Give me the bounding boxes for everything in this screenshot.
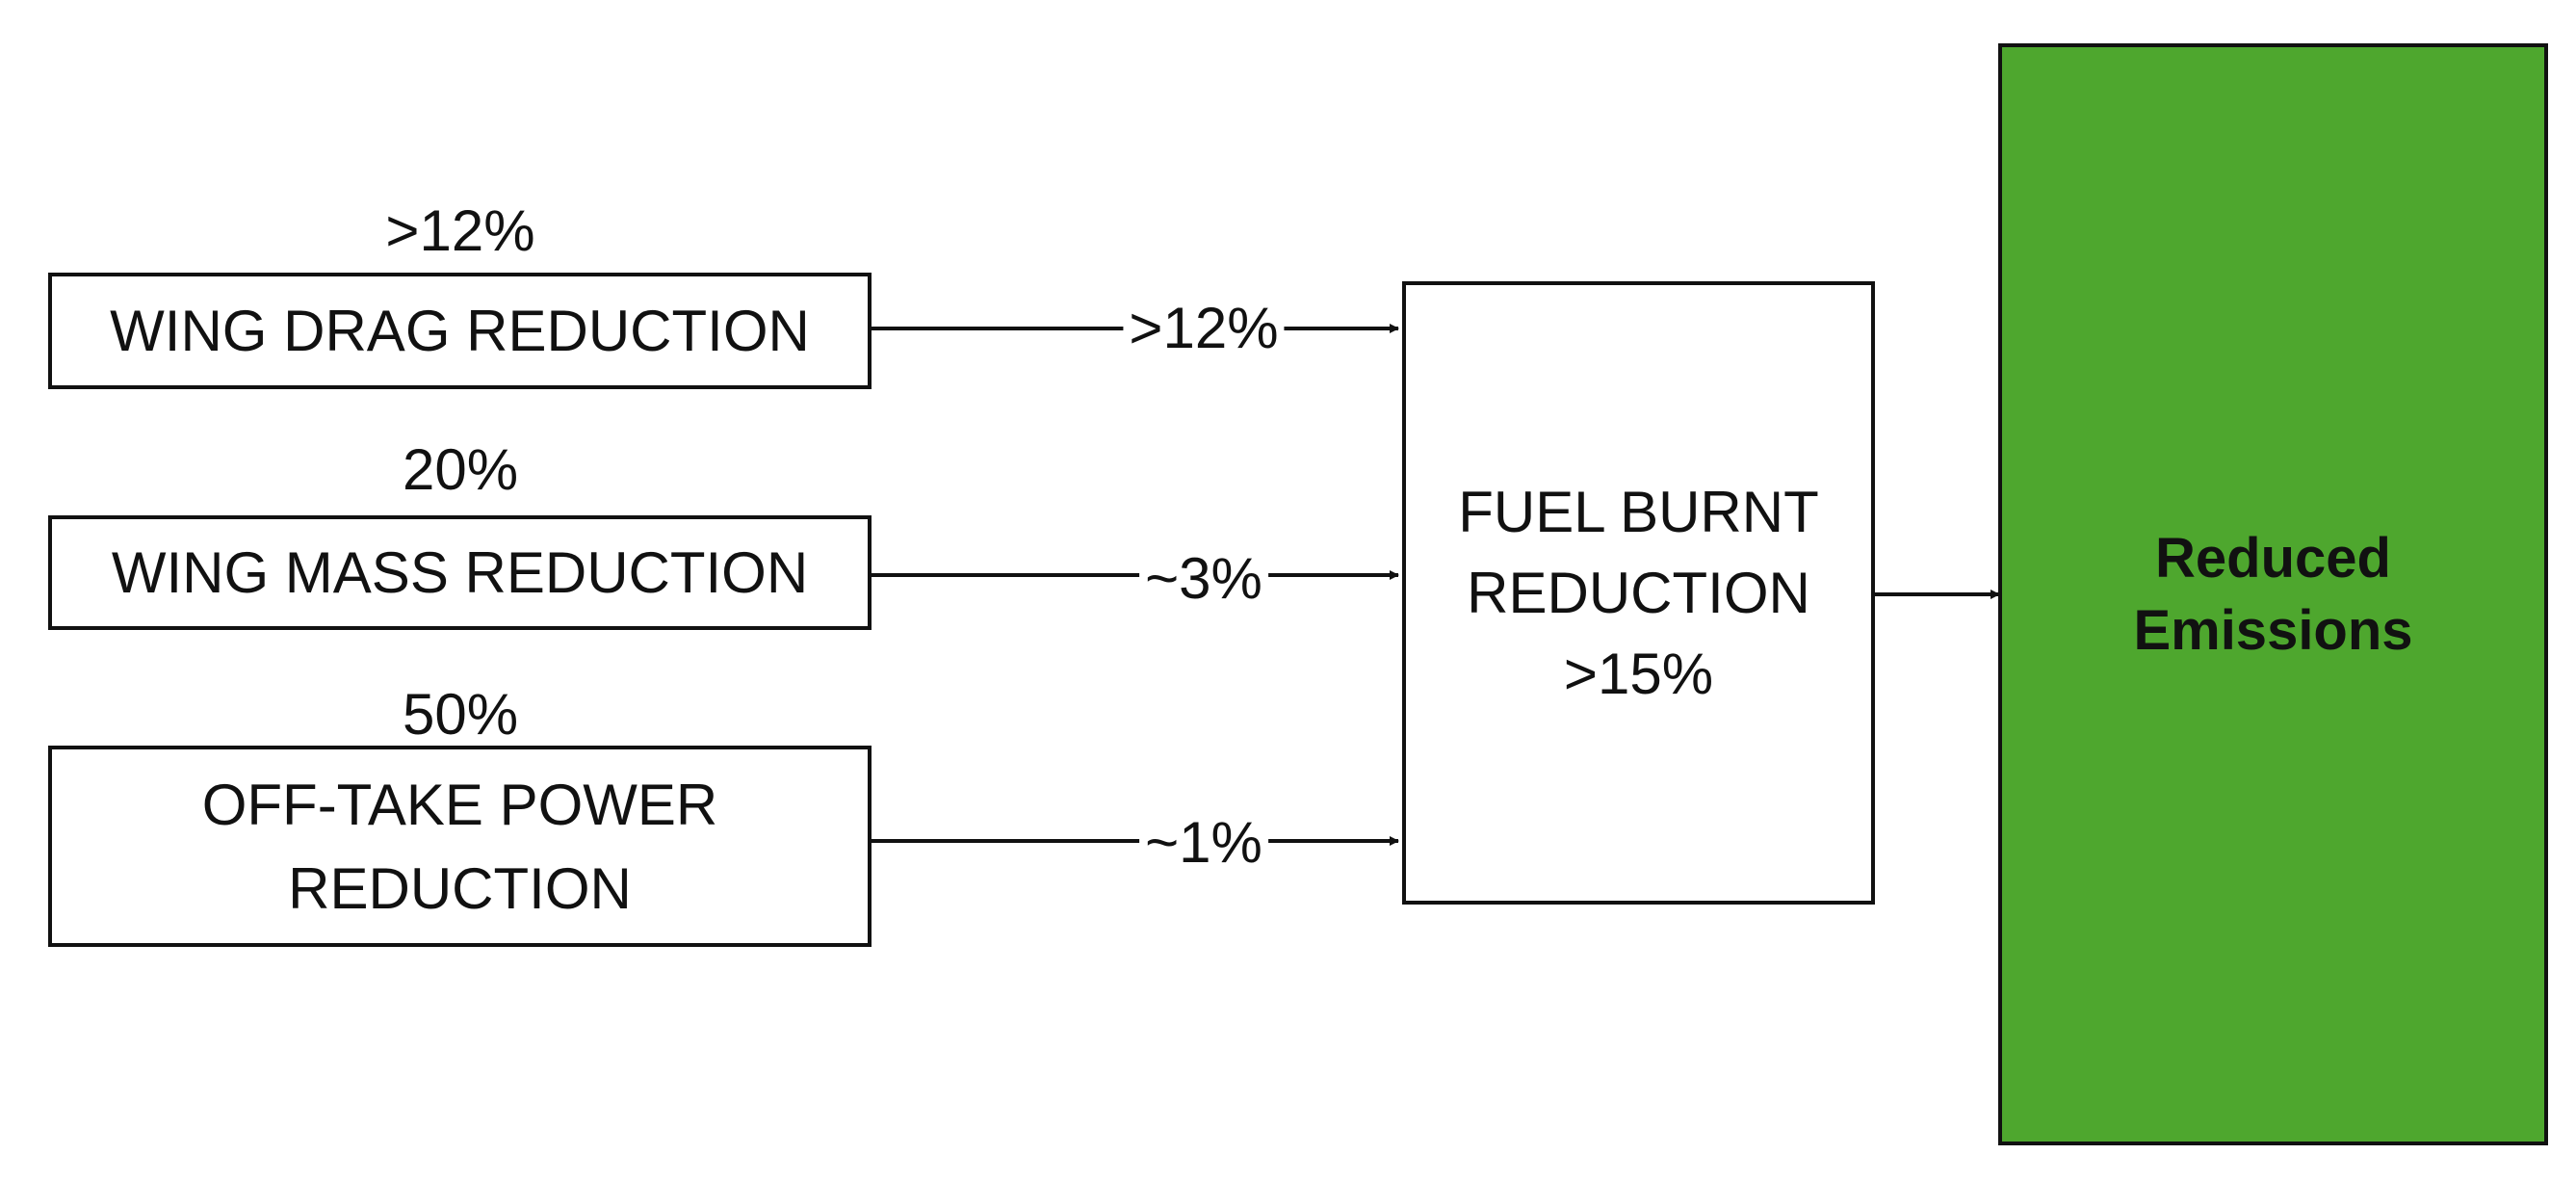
contribution-offtake-power: ~1%	[1139, 814, 1268, 872]
input-box-wing-mass: WING MASS REDUCTION	[48, 515, 872, 630]
fuel-burnt-line-3: >15%	[1563, 641, 1714, 706]
contribution-wing-drag: >12%	[1123, 300, 1285, 357]
contribution-wing-mass: ~3%	[1139, 550, 1268, 608]
reduced-emissions-line-1: Reduced	[2155, 526, 2391, 590]
input-box-wing-drag: WING DRAG REDUCTION	[48, 273, 872, 389]
input-value-wing-drag: >12%	[385, 198, 535, 263]
fuel-burnt-line-1: FUEL BURNT	[1458, 479, 1819, 544]
input-box-offtake-power-line-2: REDUCTION	[288, 855, 632, 921]
reduced-emissions-box: Reduced Emissions	[1998, 43, 2548, 1145]
fuel-burnt-line-2: REDUCTION	[1467, 560, 1810, 625]
input-value-offtake-power: 50%	[402, 682, 519, 747]
reduced-emissions-line-2: Emissions	[2133, 599, 2413, 662]
fuel-burnt-box: FUEL BURNT REDUCTION >15%	[1402, 281, 1875, 905]
input-box-offtake-power: OFF-TAKE POWER REDUCTION	[48, 746, 872, 947]
input-box-offtake-power-line-1: OFF-TAKE POWER	[201, 772, 718, 837]
input-value-wing-mass: 20%	[402, 437, 519, 502]
input-box-wing-drag-label: WING DRAG REDUCTION	[110, 299, 810, 363]
input-box-wing-mass-label: WING MASS REDUCTION	[111, 540, 809, 605]
